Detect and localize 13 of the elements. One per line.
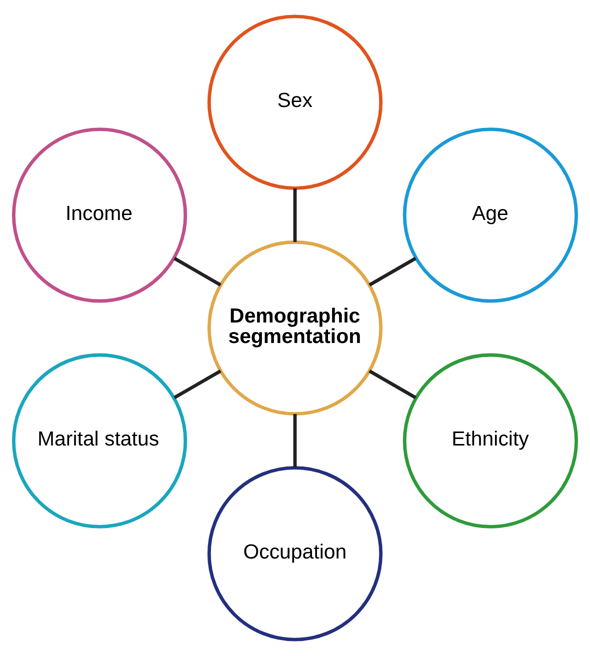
connector — [293, 414, 297, 468]
node-circle: Sex — [207, 14, 383, 190]
connector — [174, 256, 222, 286]
connector — [368, 256, 416, 286]
node-circle: Age — [402, 128, 578, 303]
connector — [293, 188, 297, 242]
node-circle: Occupation — [207, 466, 383, 642]
connector — [174, 370, 222, 400]
node-circle: Income — [12, 128, 188, 303]
connector — [368, 370, 416, 400]
node-circle: Marital status — [12, 353, 188, 528]
node-circle: Demographic segmentation — [207, 240, 383, 416]
node-circle: Ethnicity — [402, 353, 578, 528]
